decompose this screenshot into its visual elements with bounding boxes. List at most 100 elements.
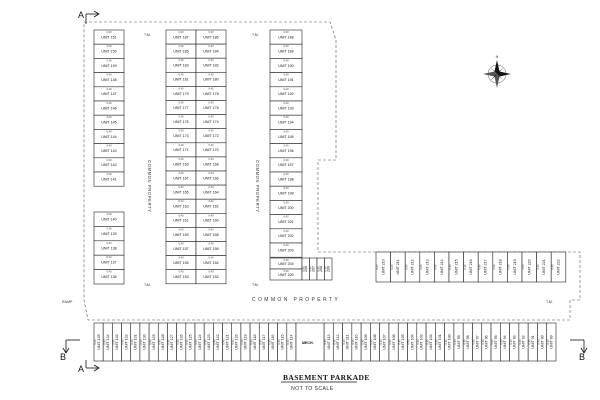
unit-unit-89: UNIT 896.40: [546, 322, 557, 362]
unit-label: UNIT 134: [106, 334, 110, 349]
section-a-top-label: A: [78, 10, 84, 20]
unit-label: UNIT 178: [203, 92, 218, 96]
unit-dimension: 6.40: [222, 339, 226, 345]
unit-dimension: 6.40: [550, 264, 554, 270]
unit-dimension: 6.40: [194, 339, 198, 345]
unit-label: UNIT 166: [203, 176, 218, 180]
unit-dimension: 6.40: [106, 144, 112, 148]
unit-label: UNIT 201: [278, 220, 293, 224]
unit-label: UNIT 141: [101, 177, 116, 181]
unit-label: UNIT 148: [101, 78, 116, 82]
section-marker-b-left: B: [60, 339, 80, 362]
unit-dimension: 6.40: [106, 241, 112, 245]
section-b-right-label: B: [579, 352, 585, 362]
unit-unit-185: UNIT 185 6.40: [165, 43, 197, 59]
section-a-bottom-label: A: [78, 364, 84, 374]
unit-dimension: 6.40: [283, 115, 289, 119]
unit-dimension: 6.40: [407, 339, 411, 345]
unit-label: UNIT 216: [469, 259, 473, 274]
unit-label: UNIT 167: [173, 176, 188, 180]
unit-dimension: 6.40: [208, 101, 214, 105]
unit-dimension: 6.40: [106, 30, 112, 34]
unit-unit-92: UNIT 926.40: [518, 322, 529, 362]
unit-dimension: 6.40: [283, 186, 289, 190]
unit-dimension: 6.40: [106, 255, 112, 259]
tm-label-5: T.M.: [252, 33, 259, 37]
unit-label: UNIT 185: [173, 49, 188, 53]
unit-label: UNIT 193: [278, 106, 293, 110]
unit-dimension: 6.40: [388, 339, 392, 345]
unit-dimension: 6.40: [309, 266, 313, 272]
unit-unit-90: UNIT 906.40: [537, 322, 548, 362]
unit-label: UNIT 164: [203, 190, 218, 194]
unit-dimension: 6.40: [283, 87, 289, 91]
unit-dimension: 6.40: [448, 264, 452, 270]
unit-dimension: 6.40: [463, 264, 467, 270]
unit-label: UNIT 173: [173, 134, 188, 138]
unit-dimension: 6.40: [324, 266, 328, 272]
unit-label: UNIT 124: [198, 334, 202, 349]
unit-dimension: 6.40: [316, 266, 320, 272]
unit-dimension: 6.40: [283, 144, 289, 148]
unit-label: UNIT 202: [278, 234, 293, 238]
unit-dimension: 6.40: [416, 339, 420, 345]
unit-dimension: 6.40: [178, 58, 184, 62]
unit-label: UNIT 218: [498, 259, 502, 274]
unit-label: UNIT 123: [207, 334, 211, 349]
unit-unit-193: UNIT 193 6.40: [269, 100, 303, 116]
unit-label: UNIT 130: [143, 334, 147, 349]
unit-label: UNIT 152: [203, 275, 218, 279]
unit-label: UNIT 109: [364, 334, 368, 349]
unit-label: UNIT 142: [101, 163, 116, 167]
unit-dimension: 6.40: [283, 58, 289, 62]
unit-label: UNIT 171: [173, 148, 188, 152]
unit-label: UNIT 196: [278, 149, 293, 153]
unit-dimension: 6.40: [102, 339, 106, 345]
section-b-left-label: B: [60, 352, 66, 362]
unit-label: UNIT 180: [203, 78, 218, 82]
unit-label: UNIT 156: [203, 247, 218, 251]
unit-unit-98: UNIT 986.40: [462, 322, 473, 362]
unit-dimension: 6.40: [106, 44, 112, 48]
unit-label: UNIT 219: [513, 259, 517, 274]
unit-dimension: 6.40: [477, 264, 481, 270]
unit-dimension: 6.40: [106, 226, 112, 230]
unit-label: UNIT 144: [101, 135, 116, 139]
unit-dimension: 6.40: [425, 339, 429, 345]
unit-dimension: 6.40: [231, 339, 235, 345]
unit-label: UNIT 214: [440, 259, 444, 274]
